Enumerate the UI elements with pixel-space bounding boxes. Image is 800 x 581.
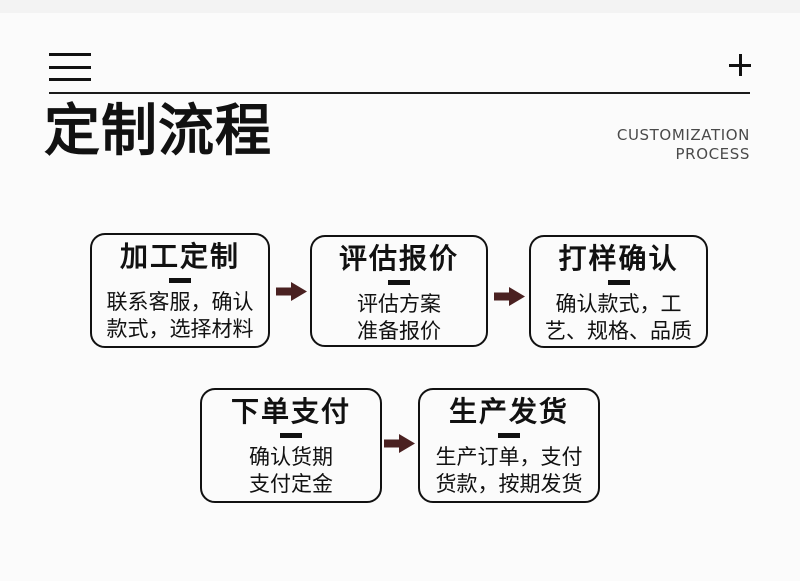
flow-step-processing-customization: 加工定制 联系客服，确认 款式，选择材料	[90, 233, 270, 348]
flow-step-description: 确认款式，工 艺、规格、品质	[545, 291, 692, 344]
desc-line: 艺、规格、品质	[545, 318, 692, 343]
divider-dash	[607, 280, 630, 285]
arrow-right-icon	[276, 282, 307, 301]
desc-line: 货款，按期发货	[435, 471, 583, 496]
hamburger-bar	[49, 78, 91, 81]
hamburger-bar	[49, 53, 91, 56]
arrow-shape	[494, 287, 525, 306]
page-subtitle: CUSTOMIZATION PROCESS	[617, 126, 750, 164]
arrow-shape	[384, 434, 415, 453]
arrow-right-icon	[384, 434, 415, 453]
divider-dash	[280, 433, 302, 438]
flow-step-production-shipping: 生产发货 生产订单，支付 货款，按期发货	[418, 388, 600, 503]
divider-dash	[498, 433, 520, 438]
desc-line: 确认款式，工	[555, 292, 682, 316]
flow-step-description: 生产订单，支付 货款，按期发货	[436, 444, 583, 497]
desc-line: 评估方案	[357, 292, 441, 316]
divider-dash	[169, 278, 191, 283]
hamburger-icon	[49, 53, 91, 81]
desc-line: 款式，选择材料	[106, 316, 254, 341]
arrow-right-icon	[494, 287, 525, 306]
top-strip	[0, 0, 800, 13]
flow-step-description: 确认货期 支付定金	[249, 444, 333, 497]
flow-step-evaluation-quotation: 评估报价 评估方案 准备报价	[310, 235, 488, 347]
page-title: 定制流程	[44, 99, 272, 164]
desc-line: 确认货期	[249, 445, 333, 469]
desc-line: 生产订单，支付	[435, 445, 583, 469]
hamburger-bar	[49, 65, 91, 69]
desc-line: 准备报价	[357, 318, 441, 343]
flow-step-sample-confirmation: 打样确认 确认款式，工 艺、规格、品质	[529, 235, 708, 348]
arrow-shape	[276, 282, 307, 301]
flow-step-title: 评估报价	[338, 242, 459, 275]
desc-line: 支付定金	[249, 471, 333, 496]
flow-step-description: 联系客服，确认 款式，选择材料	[107, 289, 254, 342]
page-subtitle-line2: PROCESS	[675, 145, 750, 163]
flow-step-title: 下单支付	[230, 395, 351, 428]
flow-step-title: 打样确认	[558, 242, 679, 275]
page-subtitle-line1: CUSTOMIZATION	[616, 126, 750, 144]
flow-step-title: 生产发货	[448, 395, 569, 428]
header-divider-rule	[49, 92, 750, 94]
flow-step-description: 评估方案 准备报价	[357, 291, 441, 344]
flow-step-title: 加工定制	[119, 240, 240, 273]
divider-dash	[388, 280, 410, 285]
desc-line: 联系客服，确认	[106, 290, 254, 314]
flow-step-order-payment: 下单支付 确认货期 支付定金	[200, 388, 382, 503]
plus-icon	[729, 54, 751, 76]
